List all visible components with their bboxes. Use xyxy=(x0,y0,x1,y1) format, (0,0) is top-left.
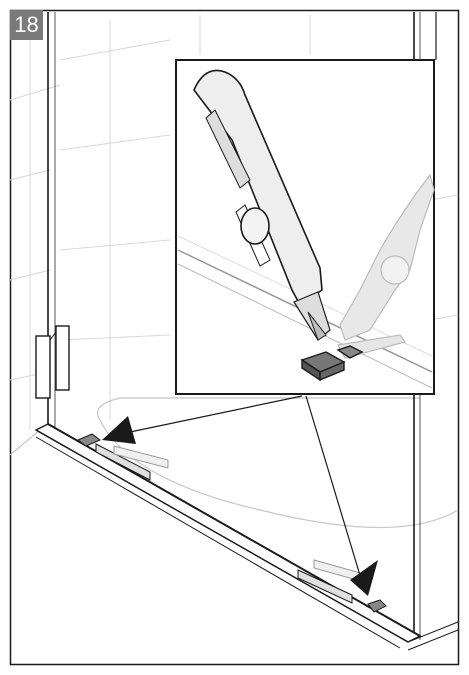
utility-knife-icon xyxy=(193,69,331,341)
right-seal-pieces xyxy=(297,559,387,613)
seal-cutoff xyxy=(300,345,364,382)
callout-lines xyxy=(129,395,363,583)
step-number-badge: 18 xyxy=(10,10,43,40)
hinge xyxy=(35,325,70,399)
utility-knife-icon xyxy=(337,173,435,359)
floor-edge xyxy=(9,429,41,456)
wall-tiles xyxy=(9,15,459,430)
arrow-icon xyxy=(350,560,378,596)
arrow-icon xyxy=(102,416,136,444)
left-seal-pieces xyxy=(77,433,169,481)
